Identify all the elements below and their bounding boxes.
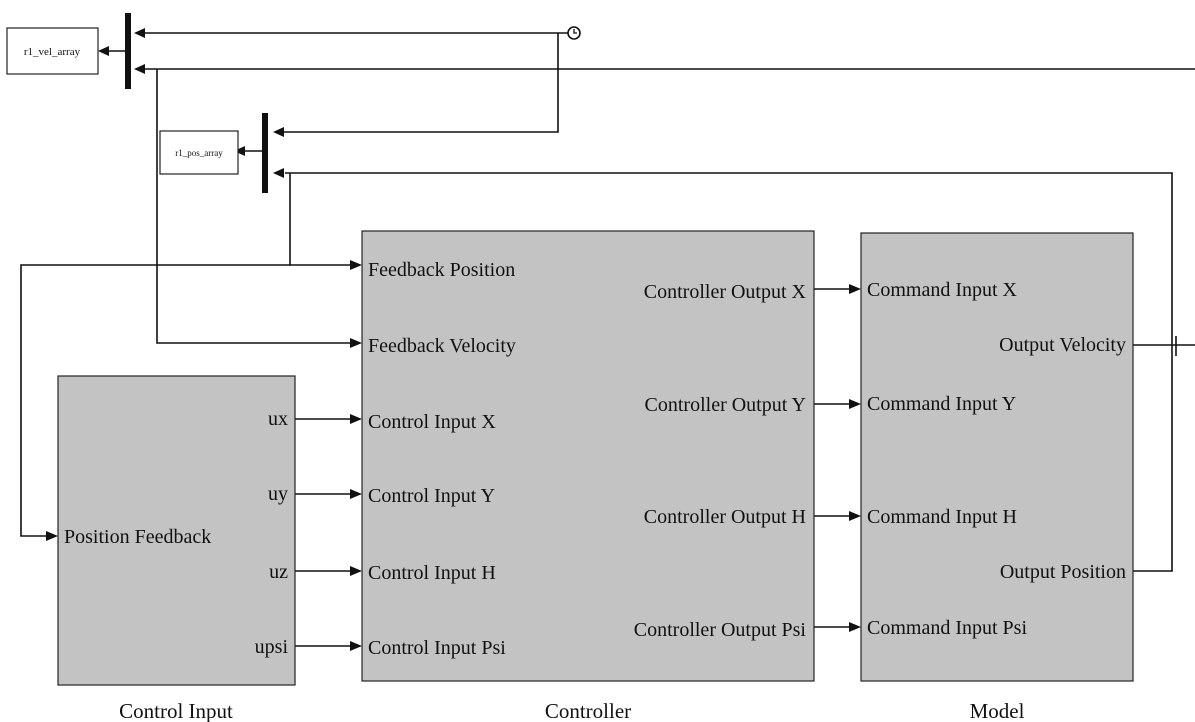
controller-block[interactable]: Feedback Position Feedback Velocity Cont…: [361, 230, 815, 682]
arrowhead: [134, 64, 145, 74]
controller-caption: Controller: [545, 699, 631, 722]
wire-output-position-loop: [285, 172, 1173, 572]
port-control-input-psi: Control Input Psi: [368, 637, 506, 659]
wires: [20, 32, 1195, 647]
port-controller-output-h: Controller Output H: [644, 506, 806, 528]
model-block[interactable]: Command Input X Command Input Y Command …: [860, 232, 1134, 682]
arrowhead: [350, 260, 362, 270]
port-command-input-y: Command Input Y: [867, 393, 1016, 415]
port-output-velocity: Output Velocity: [999, 334, 1126, 356]
port-controller-output-psi: Controller Output Psi: [634, 619, 807, 641]
vel-mux-bar[interactable]: [125, 13, 131, 89]
arrowhead: [350, 489, 362, 499]
clock-icon[interactable]: [567, 26, 581, 40]
wire-position-to-position-feedback: [20, 264, 290, 537]
arrowhead: [849, 622, 861, 632]
port-uy: uy: [268, 483, 288, 505]
arrowheads: [46, 28, 861, 651]
port-controller-output-x: Controller Output X: [644, 281, 807, 303]
port-upsi: upsi: [255, 636, 289, 658]
pos-mux-bar[interactable]: [262, 113, 268, 193]
arrowhead: [234, 146, 245, 156]
port-command-input-x: Command Input X: [867, 279, 1018, 301]
port-control-input-x: Control Input X: [368, 411, 496, 433]
arrowhead: [273, 127, 284, 137]
control-input-block[interactable]: Position Feedback ux uy uz upsi: [57, 375, 296, 686]
wire-position-to-feedback-position: [289, 173, 352, 266]
port-command-input-h: Command Input H: [867, 506, 1017, 528]
pos-workspace-label: r1_pos_array: [175, 148, 223, 158]
port-command-input-psi: Command Input Psi: [867, 617, 1027, 639]
wire-clock-to-pos-mux: [276, 33, 559, 133]
port-uz: uz: [269, 561, 288, 583]
arrowhead: [273, 168, 284, 178]
arrowhead: [134, 28, 145, 38]
arrowhead: [350, 641, 362, 651]
vel-workspace-block[interactable]: r1_vel_array: [6, 27, 99, 75]
pos-workspace-block[interactable]: r1_pos_array: [159, 130, 239, 175]
arrowhead: [46, 531, 58, 541]
arrowhead: [350, 566, 362, 576]
arrowhead: [849, 511, 861, 521]
port-control-input-y: Control Input Y: [368, 485, 495, 507]
arrowhead: [849, 284, 861, 294]
arrowhead: [350, 414, 362, 424]
arrowhead: [98, 46, 109, 56]
port-ux: ux: [268, 408, 288, 430]
port-output-position: Output Position: [1000, 561, 1126, 583]
arrowhead: [350, 338, 362, 348]
vel-workspace-label: r1_vel_array: [24, 46, 81, 58]
port-control-input-h: Control Input H: [368, 562, 496, 584]
port-position-feedback: Position Feedback: [64, 526, 211, 548]
port-feedback-position: Feedback Position: [368, 259, 515, 281]
wire-velocity-to-feedback-velocity: [156, 69, 350, 344]
arrowhead: [849, 399, 861, 409]
model-caption: Model: [970, 699, 1025, 722]
port-feedback-velocity: Feedback Velocity: [368, 335, 516, 357]
control-input-caption: Control Input: [119, 699, 233, 722]
port-controller-output-y: Controller Output Y: [645, 394, 806, 416]
